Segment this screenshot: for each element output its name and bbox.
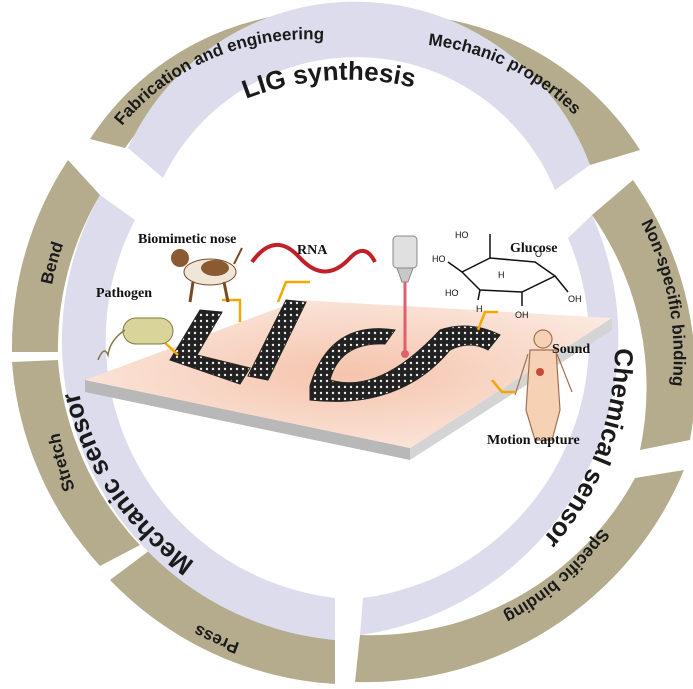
svg-text:HO: HO: [445, 288, 459, 298]
label-pathogen: Pathogen: [96, 286, 152, 301]
laser-nozzle: [396, 267, 414, 283]
label-sound: Sound: [552, 342, 590, 357]
outer-segment-specific: [355, 470, 684, 683]
outer-ring: [11, 11, 693, 684]
svg-text:OH: OH: [515, 310, 529, 320]
outer-segment-press: [110, 550, 335, 684]
inner-segment-lig-synthesis: [128, 1, 590, 191]
outer-segment-non-specific: [592, 180, 693, 450]
connector-rna: [276, 280, 310, 303]
label-biomimetic-nose: Biomimetic nose: [138, 232, 236, 247]
substrate-side: [85, 380, 410, 460]
laser: [392, 235, 418, 358]
svg-text:O: O: [535, 249, 542, 259]
lig-pattern: [169, 299, 501, 402]
inner-segment-mechanic-sensor: [61, 195, 336, 640]
glucose-atoms: HO HO HO OH OH H H O: [432, 230, 582, 320]
connector-human: [491, 379, 515, 394]
inner-segment-chemical-sensor: [360, 215, 619, 635]
outer-segment-stretch: [12, 360, 140, 566]
svg-text:HO: HO: [455, 230, 469, 240]
inner-ring: [61, 1, 619, 640]
human-icon: [514, 329, 573, 441]
label-rna: RNA: [297, 243, 328, 258]
svg-text:H: H: [476, 304, 483, 314]
glucose-icon: [447, 234, 569, 306]
svg-text:H: H: [498, 270, 505, 280]
substrate-front: [410, 318, 612, 460]
label-glucose: Glucose: [510, 241, 557, 256]
laser-head: [392, 235, 418, 269]
pathogen-icon: [97, 317, 174, 361]
outer-segment-bend: [11, 160, 100, 352]
connector-nose: [222, 298, 242, 322]
connector-glucose: [476, 310, 498, 331]
letter-g: [309, 325, 501, 402]
letter-l: [169, 309, 251, 385]
svg-text:OH: OH: [568, 294, 582, 304]
dog-icon: [171, 247, 243, 303]
laser-spot: [401, 350, 409, 358]
rna-icon: [250, 242, 377, 274]
letter-i: [247, 299, 307, 381]
label-motion-capture: Motion capture: [487, 433, 580, 448]
svg-text:HO: HO: [432, 254, 446, 264]
